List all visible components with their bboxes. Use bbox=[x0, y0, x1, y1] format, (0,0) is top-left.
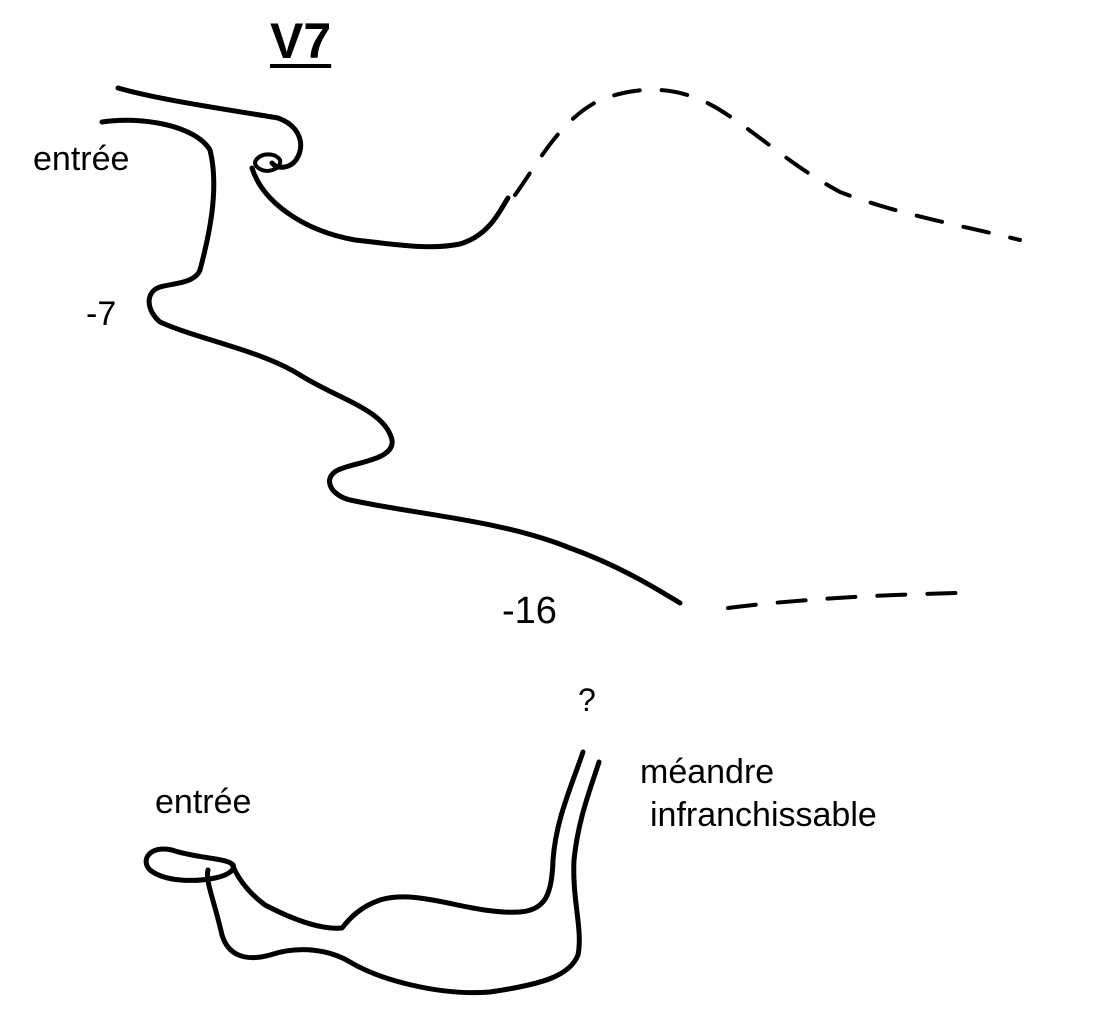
profile-entrance-label: entrée bbox=[33, 140, 130, 178]
profile-main-wall bbox=[99, 117, 683, 606]
unknown-continuation-label: ? bbox=[578, 682, 596, 718]
meander-label-line1: méandre bbox=[640, 753, 775, 791]
diagram-title: V7 bbox=[270, 13, 332, 69]
profile-roof-line bbox=[249, 165, 511, 250]
profile-roof-dashed-continuation bbox=[513, 87, 1022, 242]
plan-meander-outer-wall bbox=[229, 749, 586, 931]
profile-entrance-hole bbox=[253, 152, 283, 173]
profile-floor-dashed-continuation bbox=[726, 591, 960, 610]
profile-entrance-upper-wall bbox=[115, 85, 303, 170]
plan-entrance-loop bbox=[143, 846, 237, 883]
plan-meander-inner-wall bbox=[204, 759, 602, 996]
meander-label-line2: infranchissable bbox=[650, 796, 877, 834]
plan-entrance-label: entrée bbox=[155, 783, 252, 821]
depth-label-minus7: -7 bbox=[86, 295, 117, 333]
depth-label-minus16: -16 bbox=[502, 590, 557, 632]
